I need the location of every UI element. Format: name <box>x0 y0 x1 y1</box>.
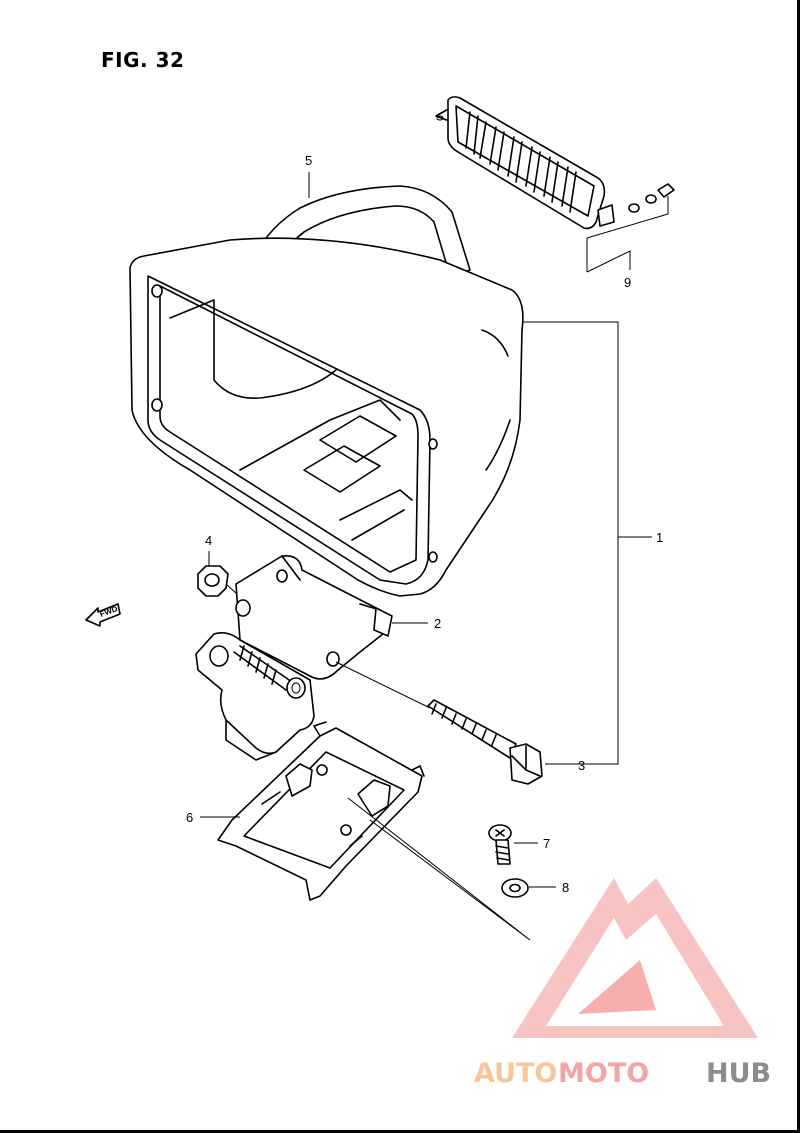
part-4-nut <box>197 565 229 597</box>
watermark-text-hub: HUB <box>706 1058 771 1089</box>
watermark-text-moto: MOTO <box>558 1058 649 1089</box>
part-9-grille <box>435 96 675 273</box>
callout-5: 5 <box>305 153 312 168</box>
callout-7: 7 <box>543 836 550 851</box>
fwd-direction-arrow: FWD <box>85 603 121 627</box>
callout-1: 1 <box>656 530 663 545</box>
part-8-washer <box>501 878 529 898</box>
callout-4: 4 <box>205 533 212 548</box>
callout-6: 6 <box>186 810 193 825</box>
callout-9: 9 <box>624 275 631 290</box>
part-7-screw <box>488 824 512 865</box>
watermark-text-auto: AUTO <box>474 1058 557 1089</box>
watermark-logo <box>512 878 758 1038</box>
part-6-lower-frame <box>217 721 425 901</box>
figure-title: FIG. 32 <box>101 48 185 72</box>
adjuster-spring-assembly <box>195 632 315 761</box>
part-3-bolt <box>427 699 543 785</box>
assembly-bracket-1 <box>522 321 619 765</box>
callout-3: 3 <box>578 758 585 773</box>
callout-2: 2 <box>434 616 441 631</box>
part-2-bracket <box>235 554 393 680</box>
leader-7-8 <box>347 797 531 941</box>
part-5-headlight-housing <box>129 185 524 597</box>
callout-8: 8 <box>562 880 569 895</box>
